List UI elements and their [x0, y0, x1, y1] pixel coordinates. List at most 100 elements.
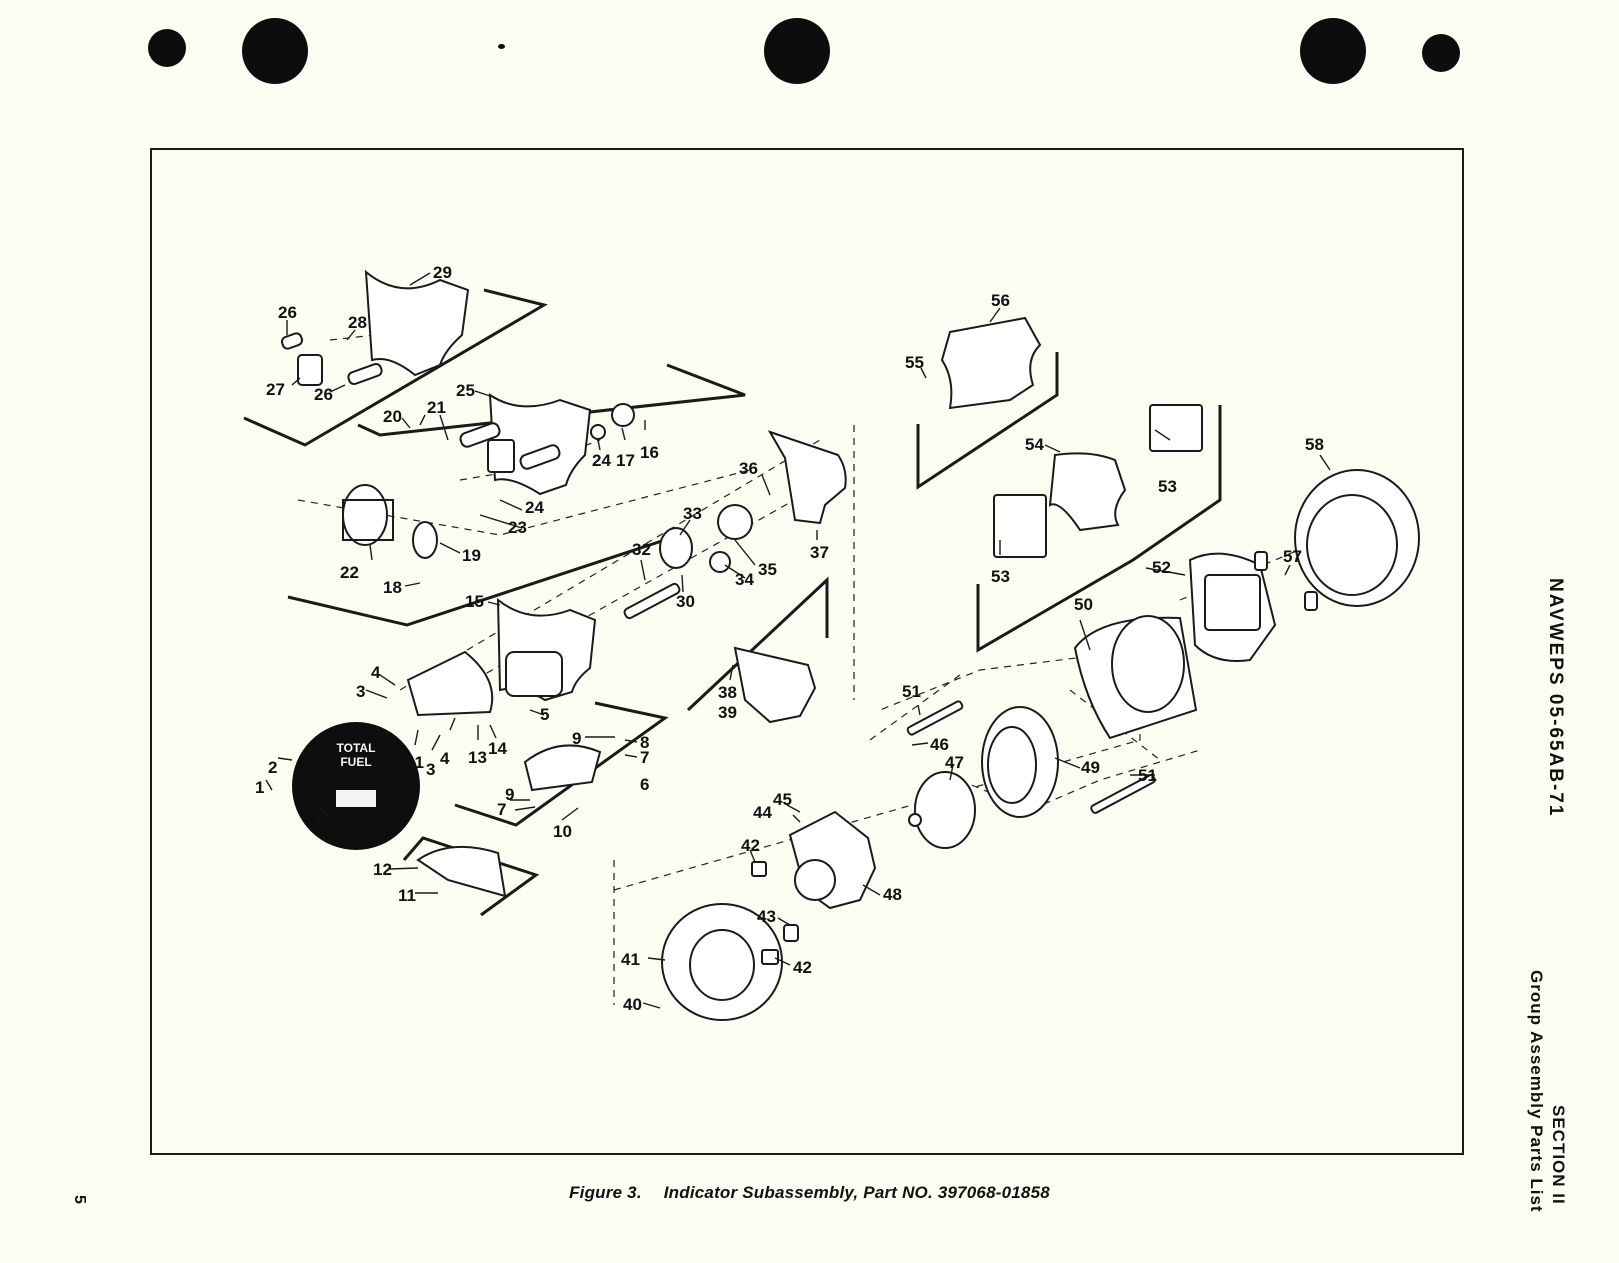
- callout-15: 15: [465, 592, 484, 611]
- callout-41: 41: [621, 950, 640, 969]
- part-5-plate: [406, 650, 494, 717]
- document-number: NAVWEPS 05-65AB-71: [1545, 578, 1566, 818]
- callout-16: 16: [640, 443, 659, 462]
- callout-23: 23: [508, 518, 527, 537]
- callout-25: 25: [456, 381, 475, 400]
- callout-26: 26: [278, 303, 297, 322]
- part-35-disc: [717, 504, 753, 540]
- callout-55: 55: [905, 353, 924, 372]
- part-17-gear: [611, 403, 635, 427]
- callout-37: 37: [810, 543, 829, 562]
- part-29-plate: [364, 269, 470, 377]
- callout-1: 1: [255, 778, 264, 797]
- part-2-dial: TOTAL FUEL: [292, 722, 420, 850]
- callout-43: 43: [757, 907, 776, 926]
- callout-9b: 9: [505, 785, 514, 804]
- part-56-plate: [940, 316, 1042, 410]
- part-10-plate: [523, 744, 602, 792]
- callout-1b: 1: [314, 808, 323, 827]
- callout-12: 12: [373, 860, 392, 879]
- callout-39: 39: [718, 703, 737, 722]
- punch-hole-4: [1300, 18, 1366, 84]
- dial-text-fuel: FUEL: [340, 755, 371, 769]
- bracket-56: [916, 352, 1059, 490]
- part-12-plate: [416, 845, 507, 898]
- callout-29: 29: [433, 263, 452, 282]
- callout-56: 56: [991, 291, 1010, 310]
- callout-28: 28: [348, 313, 367, 332]
- dial-text-total: TOTAL: [337, 741, 376, 755]
- callout-45: 45: [773, 790, 792, 809]
- callout-20: 20: [383, 407, 402, 426]
- callout-26b: 26: [314, 385, 333, 404]
- part-42-b: [761, 949, 779, 965]
- part-43: [783, 924, 799, 942]
- callout-42b: 42: [793, 958, 812, 977]
- callout-3: 3: [356, 682, 365, 701]
- callout-51: 51: [902, 682, 921, 701]
- section-heading: SECTION II: [1548, 1105, 1568, 1205]
- punch-hole-1: [148, 29, 186, 67]
- callout-11: 11: [398, 886, 416, 905]
- callout-40: 40: [623, 995, 642, 1014]
- callout-9: 9: [572, 729, 581, 748]
- callout-38: 38: [718, 683, 737, 702]
- part-15-drum: [505, 651, 563, 697]
- part-27-block: [297, 354, 323, 386]
- callout-numbers: 29 26 28 27 26 25 21 20 24 17 16 24 23 1…: [255, 263, 1324, 1014]
- bracket-54: [976, 405, 1222, 653]
- callout-24: 24: [592, 451, 611, 470]
- bracket-37: [686, 576, 829, 712]
- callout-44: 44: [753, 803, 772, 822]
- punch-hole-5: [1422, 34, 1460, 72]
- figure-caption: Figure 3.Indicator Subassembly, Part NO.…: [0, 1183, 1619, 1203]
- part-25-plate: [488, 393, 592, 496]
- callout-33: 33: [683, 504, 702, 523]
- section-subtitle: Group Assembly Parts List: [1527, 970, 1546, 1213]
- callout-30: 30: [676, 592, 695, 611]
- callout-27: 27: [266, 380, 285, 399]
- callout-57: 57: [1283, 547, 1302, 566]
- part-38-plate: [733, 646, 817, 724]
- callout-18: 18: [383, 578, 402, 597]
- part-25-block: [487, 439, 515, 473]
- callout-50: 50: [1074, 595, 1093, 614]
- callout-5: 5: [540, 705, 549, 724]
- callout-14: 14: [488, 739, 507, 758]
- callout-53: 53: [1158, 477, 1177, 496]
- callout-22: 22: [340, 563, 359, 582]
- callout-13: 13: [468, 748, 487, 767]
- callout-32: 32: [632, 540, 651, 559]
- part-54-plate: [1048, 452, 1127, 532]
- callout-54: 54: [1025, 435, 1044, 454]
- callout-53b: 53: [991, 567, 1010, 586]
- bracket-29: [243, 288, 548, 447]
- callout-21: 21: [427, 398, 446, 417]
- part-57-post-a: [1254, 551, 1268, 571]
- part-51-rod-b: [1090, 774, 1156, 814]
- callout-24b: 24: [525, 498, 544, 517]
- speck: [498, 44, 505, 49]
- callout-7: 7: [640, 748, 649, 767]
- section-title: SECTION II: [1549, 1105, 1568, 1205]
- callout-47: 47: [945, 753, 964, 772]
- part-42-a: [751, 861, 767, 877]
- callout-42: 42: [741, 836, 760, 855]
- part-47-motor: [914, 771, 976, 849]
- bracket-15: [287, 533, 681, 627]
- callout-52: 52: [1152, 558, 1171, 577]
- callout-49: 49: [1081, 758, 1100, 777]
- callout-36: 36: [739, 459, 758, 478]
- figure-title: Indicator Subassembly, Part NO. 397068-0…: [663, 1183, 1050, 1202]
- callout-48: 48: [883, 885, 902, 904]
- callout-8: 8: [640, 733, 649, 752]
- part-51-rod-a: [906, 700, 964, 736]
- callout-4b: 4: [440, 749, 450, 768]
- page-number: 5: [71, 1195, 88, 1204]
- part-57-post-b: [1304, 591, 1318, 611]
- callout-10: 10: [553, 822, 572, 841]
- part-53-block-b: [993, 494, 1047, 558]
- section-subheading: Group Assembly Parts List: [1526, 970, 1546, 1213]
- callout-17: 17: [616, 451, 635, 470]
